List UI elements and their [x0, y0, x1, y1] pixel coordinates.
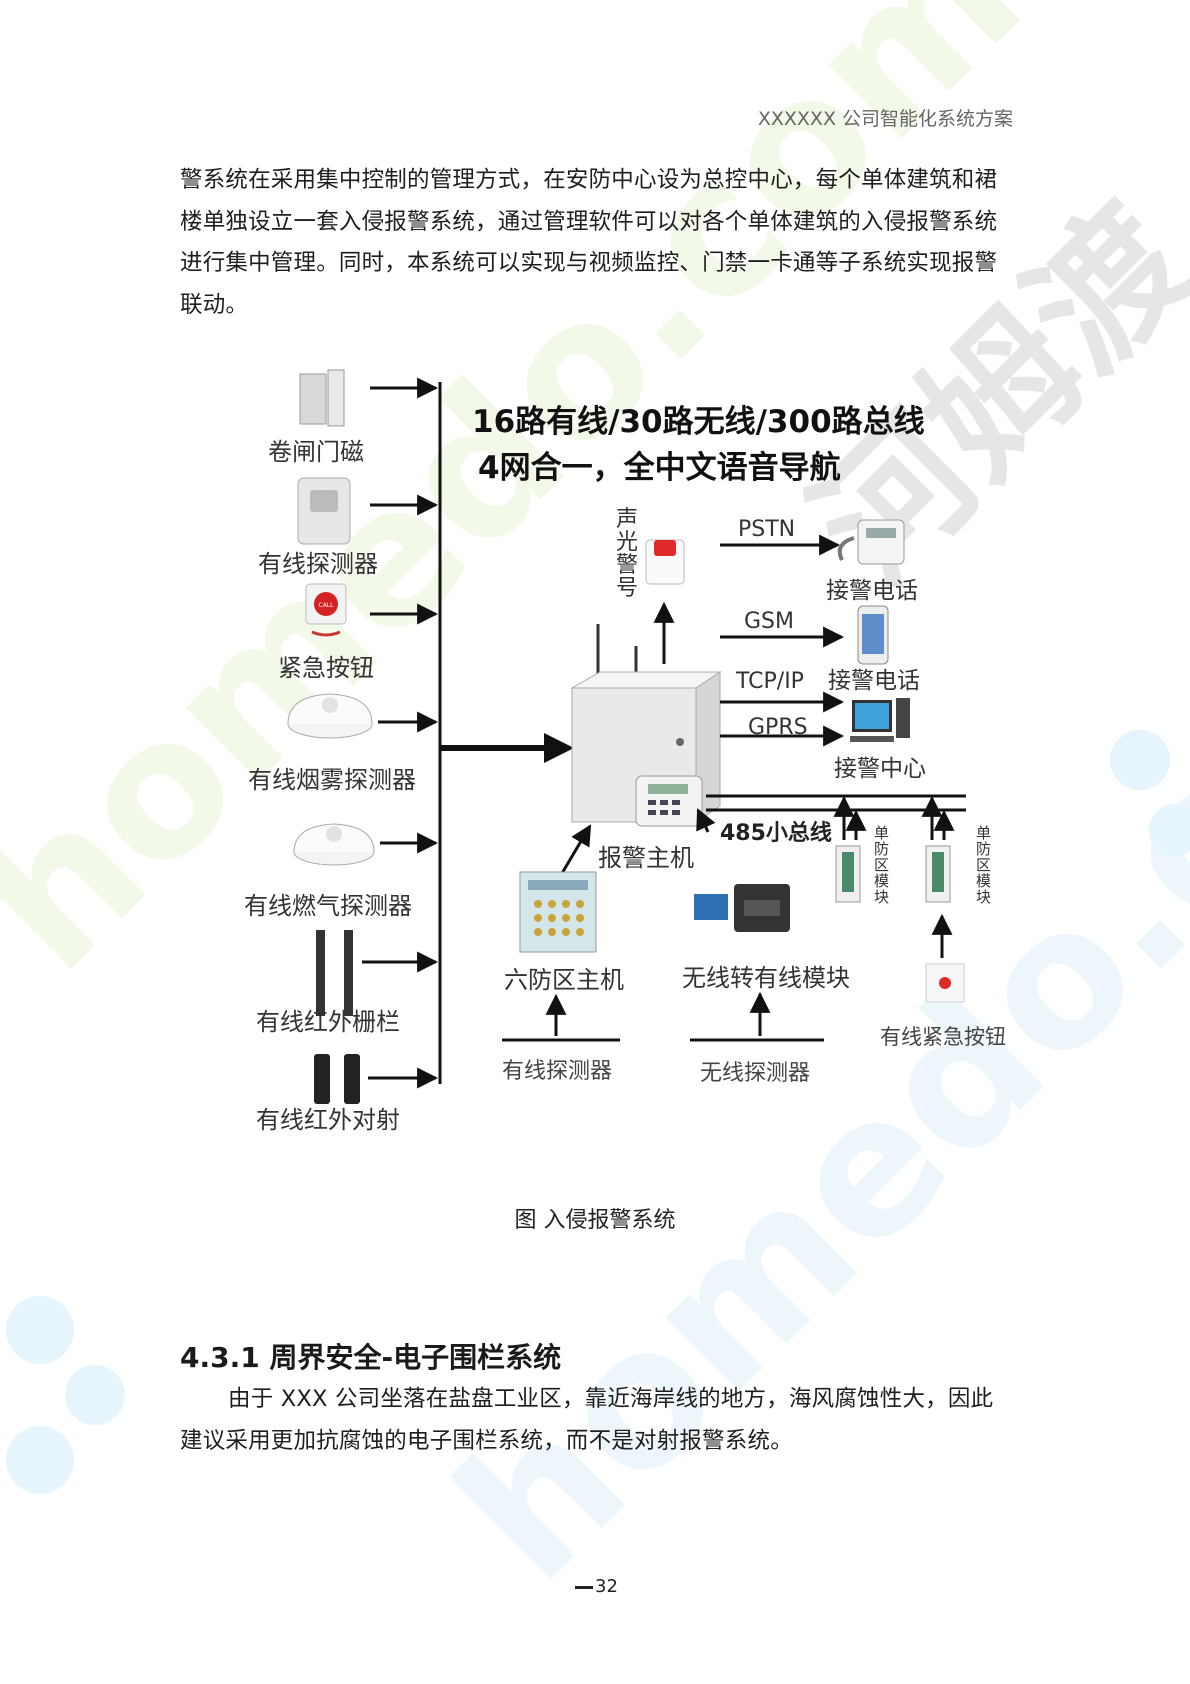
siren-icon: [645, 539, 685, 585]
wireless-module-icon: [694, 884, 790, 932]
emergency-wired-label: 有线紧急按钮: [880, 1025, 1006, 1049]
diagram-headline-2: 4网合一，全中文语音导航: [478, 450, 841, 486]
wired-detector-label: 有线探测器: [502, 1059, 612, 1084]
call-label: CALL: [319, 602, 335, 609]
gsm-label: GSM: [744, 609, 794, 634]
phone1-label: 接警电话: [826, 578, 918, 604]
six-zone-to-host-arrow: [556, 824, 592, 881]
vertical-char: 模: [976, 872, 991, 890]
module2-label: 单防区模块: [976, 824, 991, 906]
body-paragraph-1: 警系统在采用集中控制的管理方式，在安防中心设为总控中心，每个单体建筑和裙楼单独设…: [180, 167, 998, 318]
device-label-ir-fence: 有线红外栅栏: [256, 1008, 400, 1036]
vertical-char: 模: [874, 872, 889, 890]
vertical-char: 防: [874, 840, 889, 858]
bus-to-host-arrow: [696, 808, 716, 833]
vertical-char: 光: [616, 530, 638, 555]
siren-label: 声光警号: [616, 507, 638, 601]
desk-phone-icon: [837, 519, 905, 565]
diagram-headline-1: 16路有线/30路无线/300路总线: [472, 404, 925, 440]
section-heading: 4.3.1 周界安全-电子围栏系统: [180, 1341, 562, 1374]
page-header: XXXXXX 公司智能化系统方案: [757, 108, 1013, 130]
body-paragraph-2: 由于 XXX 公司坐落在盐盘工业区，靠近海岸线的地方，海风腐蚀性大，因此建议采用…: [180, 1386, 994, 1454]
door-magnet-icon: [299, 369, 345, 427]
vertical-char: 单: [976, 824, 991, 842]
module2-label-text: 单防区模块: [976, 824, 991, 906]
vertical-char: 块: [976, 888, 991, 906]
phone2-label: 接警电话: [828, 668, 920, 694]
computer-icon: [850, 698, 910, 742]
ir-fence-icon: [316, 930, 353, 1016]
watermark-flower-icon: [6, 730, 1190, 1494]
gprs-label: GPRS: [748, 715, 808, 740]
wireless-detector-label: 无线探测器: [700, 1061, 810, 1086]
page-number-dash: [575, 1585, 593, 1589]
module1-label: 单防区模块: [874, 824, 889, 906]
emergency-button-icon: CALL: [305, 583, 347, 637]
rs485-bus-lines: [706, 794, 966, 840]
six-zone-host-icon: [519, 871, 597, 953]
device-label-emergency-button: 紧急按钮: [278, 654, 374, 682]
vertical-char: 警: [616, 553, 638, 578]
gas-detector-icon: [293, 823, 375, 866]
alarm-host-label: 报警主机: [598, 844, 694, 872]
pstn-label: PSTN: [738, 517, 795, 542]
tcpip-label: TCP/IP: [735, 669, 804, 694]
wireless-module-label: 无线转有线模块: [682, 964, 850, 992]
mobile-phone-icon: [857, 605, 889, 665]
six-zone-label: 六防区主机: [504, 966, 624, 994]
module1-label-text: 单防区模块: [874, 824, 889, 906]
wired-emergency-button-icon: [925, 963, 965, 1003]
zone-module-1-icon: [835, 845, 861, 903]
bus-label: 485小总线: [720, 820, 832, 846]
zone-module-2-icon: [925, 845, 951, 903]
device-label-gas-detector: 有线燃气探测器: [244, 892, 412, 920]
page-number-value: 32: [595, 1576, 618, 1597]
vertical-char: 号: [616, 576, 638, 601]
center-label: 接警中心: [834, 756, 926, 782]
device-label-door-magnet: 卷闸门磁: [268, 438, 364, 466]
figure-caption: 图 入侵报警系统: [514, 1208, 676, 1233]
vertical-char: 防: [976, 840, 991, 858]
keypad-icon: [635, 775, 703, 827]
vertical-char: 区: [976, 856, 991, 874]
left-input-arrows: [362, 377, 442, 1089]
siren-label-text: 声光警号: [616, 507, 638, 601]
ir-beam-icon: [314, 1054, 360, 1104]
vertical-char: 声: [616, 507, 638, 532]
vertical-char: 区: [874, 856, 889, 874]
device-label-wired-detector: 有线探测器: [258, 550, 378, 578]
pir-detector-icon: [297, 477, 351, 545]
device-label-ir-beam: 有线红外对射: [256, 1106, 400, 1134]
vertical-char: 单: [874, 824, 889, 842]
vertical-char: 块: [874, 888, 889, 906]
page-number: 32: [575, 1576, 618, 1597]
smoke-detector-icon: [287, 693, 373, 739]
device-label-smoke-detector: 有线烟雾探测器: [248, 766, 416, 794]
